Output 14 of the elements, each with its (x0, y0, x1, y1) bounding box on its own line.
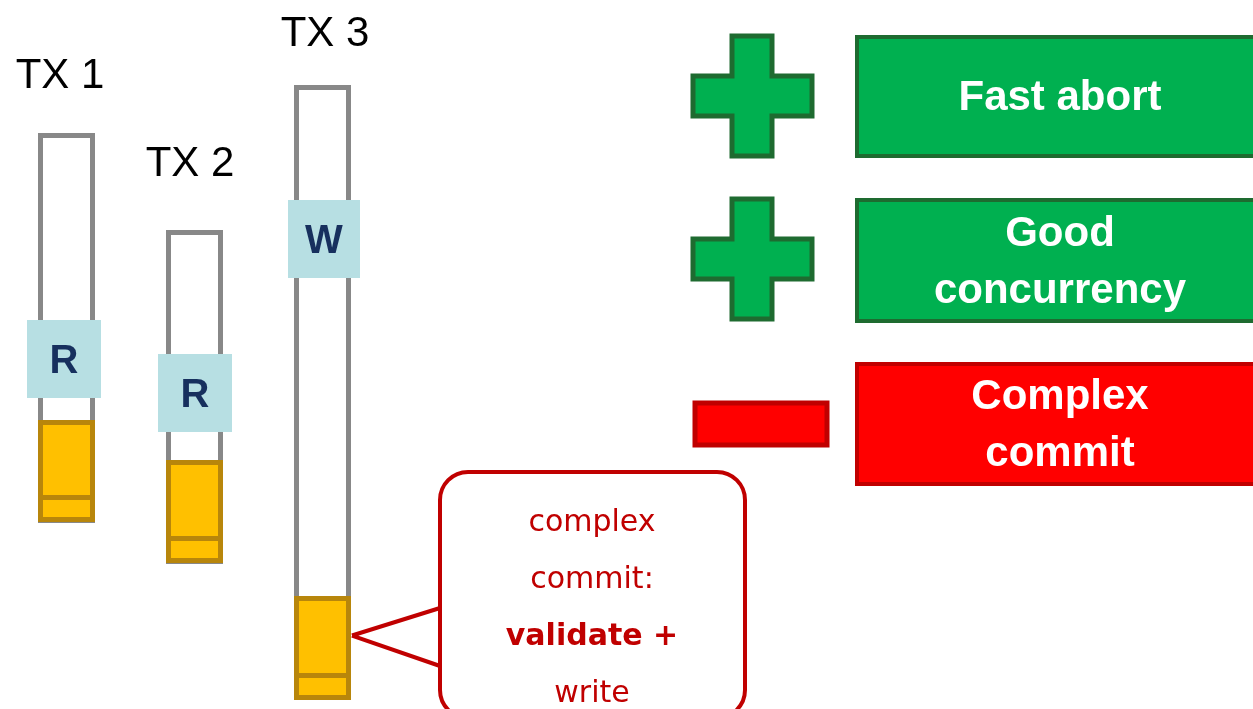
access-block: W (288, 200, 360, 278)
commit-block (294, 596, 351, 700)
callout-text: complex commit: validate + write (504, 502, 680, 709)
commit-block (166, 460, 223, 563)
transaction-label: TX 1 (14, 50, 106, 96)
callout-bubble (438, 470, 747, 709)
advantage-box: Fast abort (855, 35, 1253, 158)
drawback-box: Complex commit (855, 362, 1253, 486)
advantage-box: Good concurrency (855, 198, 1253, 323)
transaction-label: TX 3 (279, 8, 371, 57)
commit-block (38, 420, 95, 522)
access-block: R (158, 354, 232, 432)
transaction-label: TX 2 (144, 138, 236, 187)
access-block: R (27, 320, 101, 398)
